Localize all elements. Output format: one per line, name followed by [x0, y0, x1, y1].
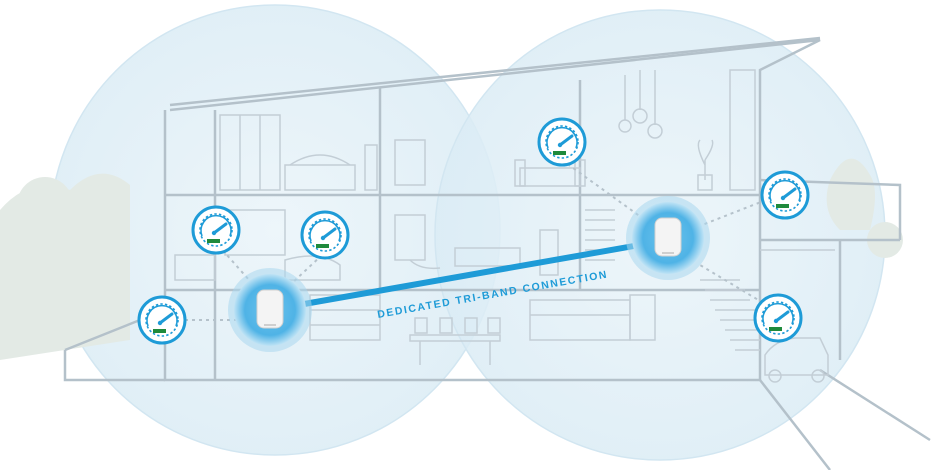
router-icon	[228, 268, 312, 352]
speed-gauge-icon	[193, 207, 239, 253]
satellite-icon	[626, 196, 710, 280]
speed-gauge-icon	[302, 212, 348, 258]
speed-gauge-icon	[755, 295, 801, 341]
speed-gauge-icon	[762, 172, 808, 218]
speed-gauge-icon	[139, 297, 185, 343]
speed-gauge-icon	[539, 119, 585, 165]
